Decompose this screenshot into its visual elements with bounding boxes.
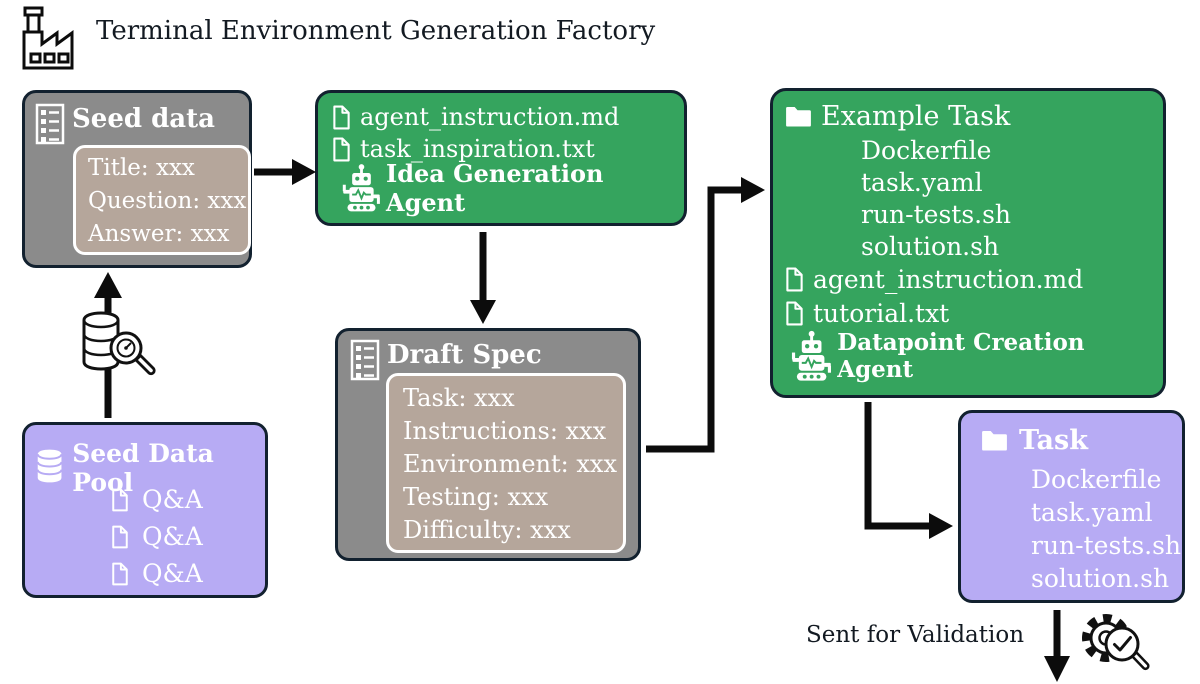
example-task-file-list: Dockerfile task.yaml run-tests.sh soluti… — [861, 135, 1011, 263]
file-icon — [111, 525, 129, 549]
factory-icon — [22, 6, 74, 70]
task-file: run-tests.sh — [1031, 531, 1182, 560]
clipboard-list-icon — [350, 339, 380, 381]
file-icon — [332, 137, 351, 162]
qa-label: Q&A — [142, 559, 203, 588]
idea-agent-row: Idea Generation Agent — [340, 159, 684, 217]
arrow-draft-to-example — [646, 186, 741, 453]
file-icon — [785, 301, 804, 326]
seed-data-record: Title: xxx Question: xxx Answer: xxx — [73, 145, 251, 255]
draft-spec-box: Draft Spec Task: xxx Instructions: xxx E… — [335, 328, 641, 561]
file-row: task_inspiration.txt — [332, 135, 619, 163]
task-file: solution.sh — [1031, 564, 1170, 593]
folder-file: task.yaml — [861, 168, 983, 197]
file-icon — [111, 488, 129, 512]
file-icon — [332, 105, 351, 130]
example-task-header: Example Task — [785, 101, 1010, 132]
qa-row: Q&A — [111, 485, 203, 514]
seed-field: Answer: xxx — [88, 221, 230, 247]
qa-label: Q&A — [142, 522, 203, 551]
clipboard-list-icon — [35, 103, 65, 145]
datapoint-agent-label: Datapoint Creation Agent — [837, 329, 1085, 383]
idea-agent-files: agent_instruction.md task_inspiration.tx… — [332, 103, 619, 167]
file-label: agent_instruction.md — [360, 103, 620, 131]
draft-spec-record: Task: xxx Instructions: xxx Environment:… — [386, 373, 626, 553]
folder-file: Dockerfile — [861, 136, 992, 165]
robot-icon — [340, 163, 383, 213]
draft-field: Instructions: xxx — [403, 417, 607, 445]
gear-check-search-icon — [1082, 614, 1150, 671]
folder-icon — [785, 106, 812, 127]
file-icon — [111, 562, 129, 586]
file-row: agent_instruction.md — [785, 265, 1083, 294]
folder-file: solution.sh — [861, 232, 1000, 261]
validation-label: Sent for Validation — [806, 622, 1025, 648]
task-file-list: Dockerfile task.yaml run-tests.sh soluti… — [1031, 463, 1181, 595]
draft-field: Task: xxx — [403, 384, 515, 412]
draft-spec-header: Draft Spec — [350, 339, 542, 381]
robot-icon — [789, 330, 834, 382]
file-label: task_inspiration.txt — [360, 135, 595, 163]
draft-field: Testing: xxx — [403, 483, 549, 511]
example-task-extra-files: agent_instruction.md tutorial.txt — [785, 265, 1083, 333]
draft-field: Environment: xxx — [403, 450, 617, 478]
qa-label: Q&A — [142, 485, 203, 514]
file-icon — [785, 267, 804, 292]
draft-spec-heading: Draft Spec — [387, 340, 542, 370]
idea-agent-label: Idea Generation Agent — [385, 159, 604, 217]
arrow-example-to-task — [864, 402, 929, 530]
draft-field: Difficulty: xxx — [403, 516, 571, 544]
seed-data-heading: Seed data — [72, 104, 215, 134]
page-title: Terminal Environment Generation Factory — [96, 16, 656, 46]
folder-icon — [981, 430, 1008, 451]
file-row: agent_instruction.md — [332, 103, 619, 131]
database-search-icon — [82, 311, 156, 376]
task-folder-label: Task — [1019, 425, 1088, 456]
database-icon — [35, 447, 64, 485]
task-header: Task — [981, 425, 1088, 456]
datapoint-agent-row: Datapoint Creation Agent — [789, 329, 1163, 383]
example-task-box: Example Task Dockerfile task.yaml run-te… — [770, 88, 1166, 398]
qa-row: Q&A — [111, 522, 203, 551]
seed-data-header: Seed data — [35, 103, 215, 145]
idea-agent-box: agent_instruction.md task_inspiration.tx… — [315, 90, 687, 226]
task-output-box: Task Dockerfile task.yaml run-tests.sh s… — [958, 410, 1185, 603]
example-task-folder-label: Example Task — [821, 101, 1011, 132]
file-label: tutorial.txt — [813, 299, 950, 328]
seed-data-box: Seed data Title: xxx Question: xxx Answe… — [22, 90, 252, 268]
seed-pool-list: Q&A Q&A Q&A — [111, 485, 203, 596]
file-label: agent_instruction.md — [813, 265, 1084, 294]
task-file: task.yaml — [1031, 498, 1153, 527]
task-file: Dockerfile — [1031, 465, 1162, 494]
seed-field: Question: xxx — [88, 188, 247, 214]
qa-row: Q&A — [111, 559, 203, 588]
folder-file: run-tests.sh — [861, 200, 1012, 229]
seed-field: Title: xxx — [88, 155, 195, 181]
seed-pool-box: Seed Data Pool Q&A Q&A Q&A — [22, 422, 268, 598]
file-row: tutorial.txt — [785, 299, 1083, 328]
